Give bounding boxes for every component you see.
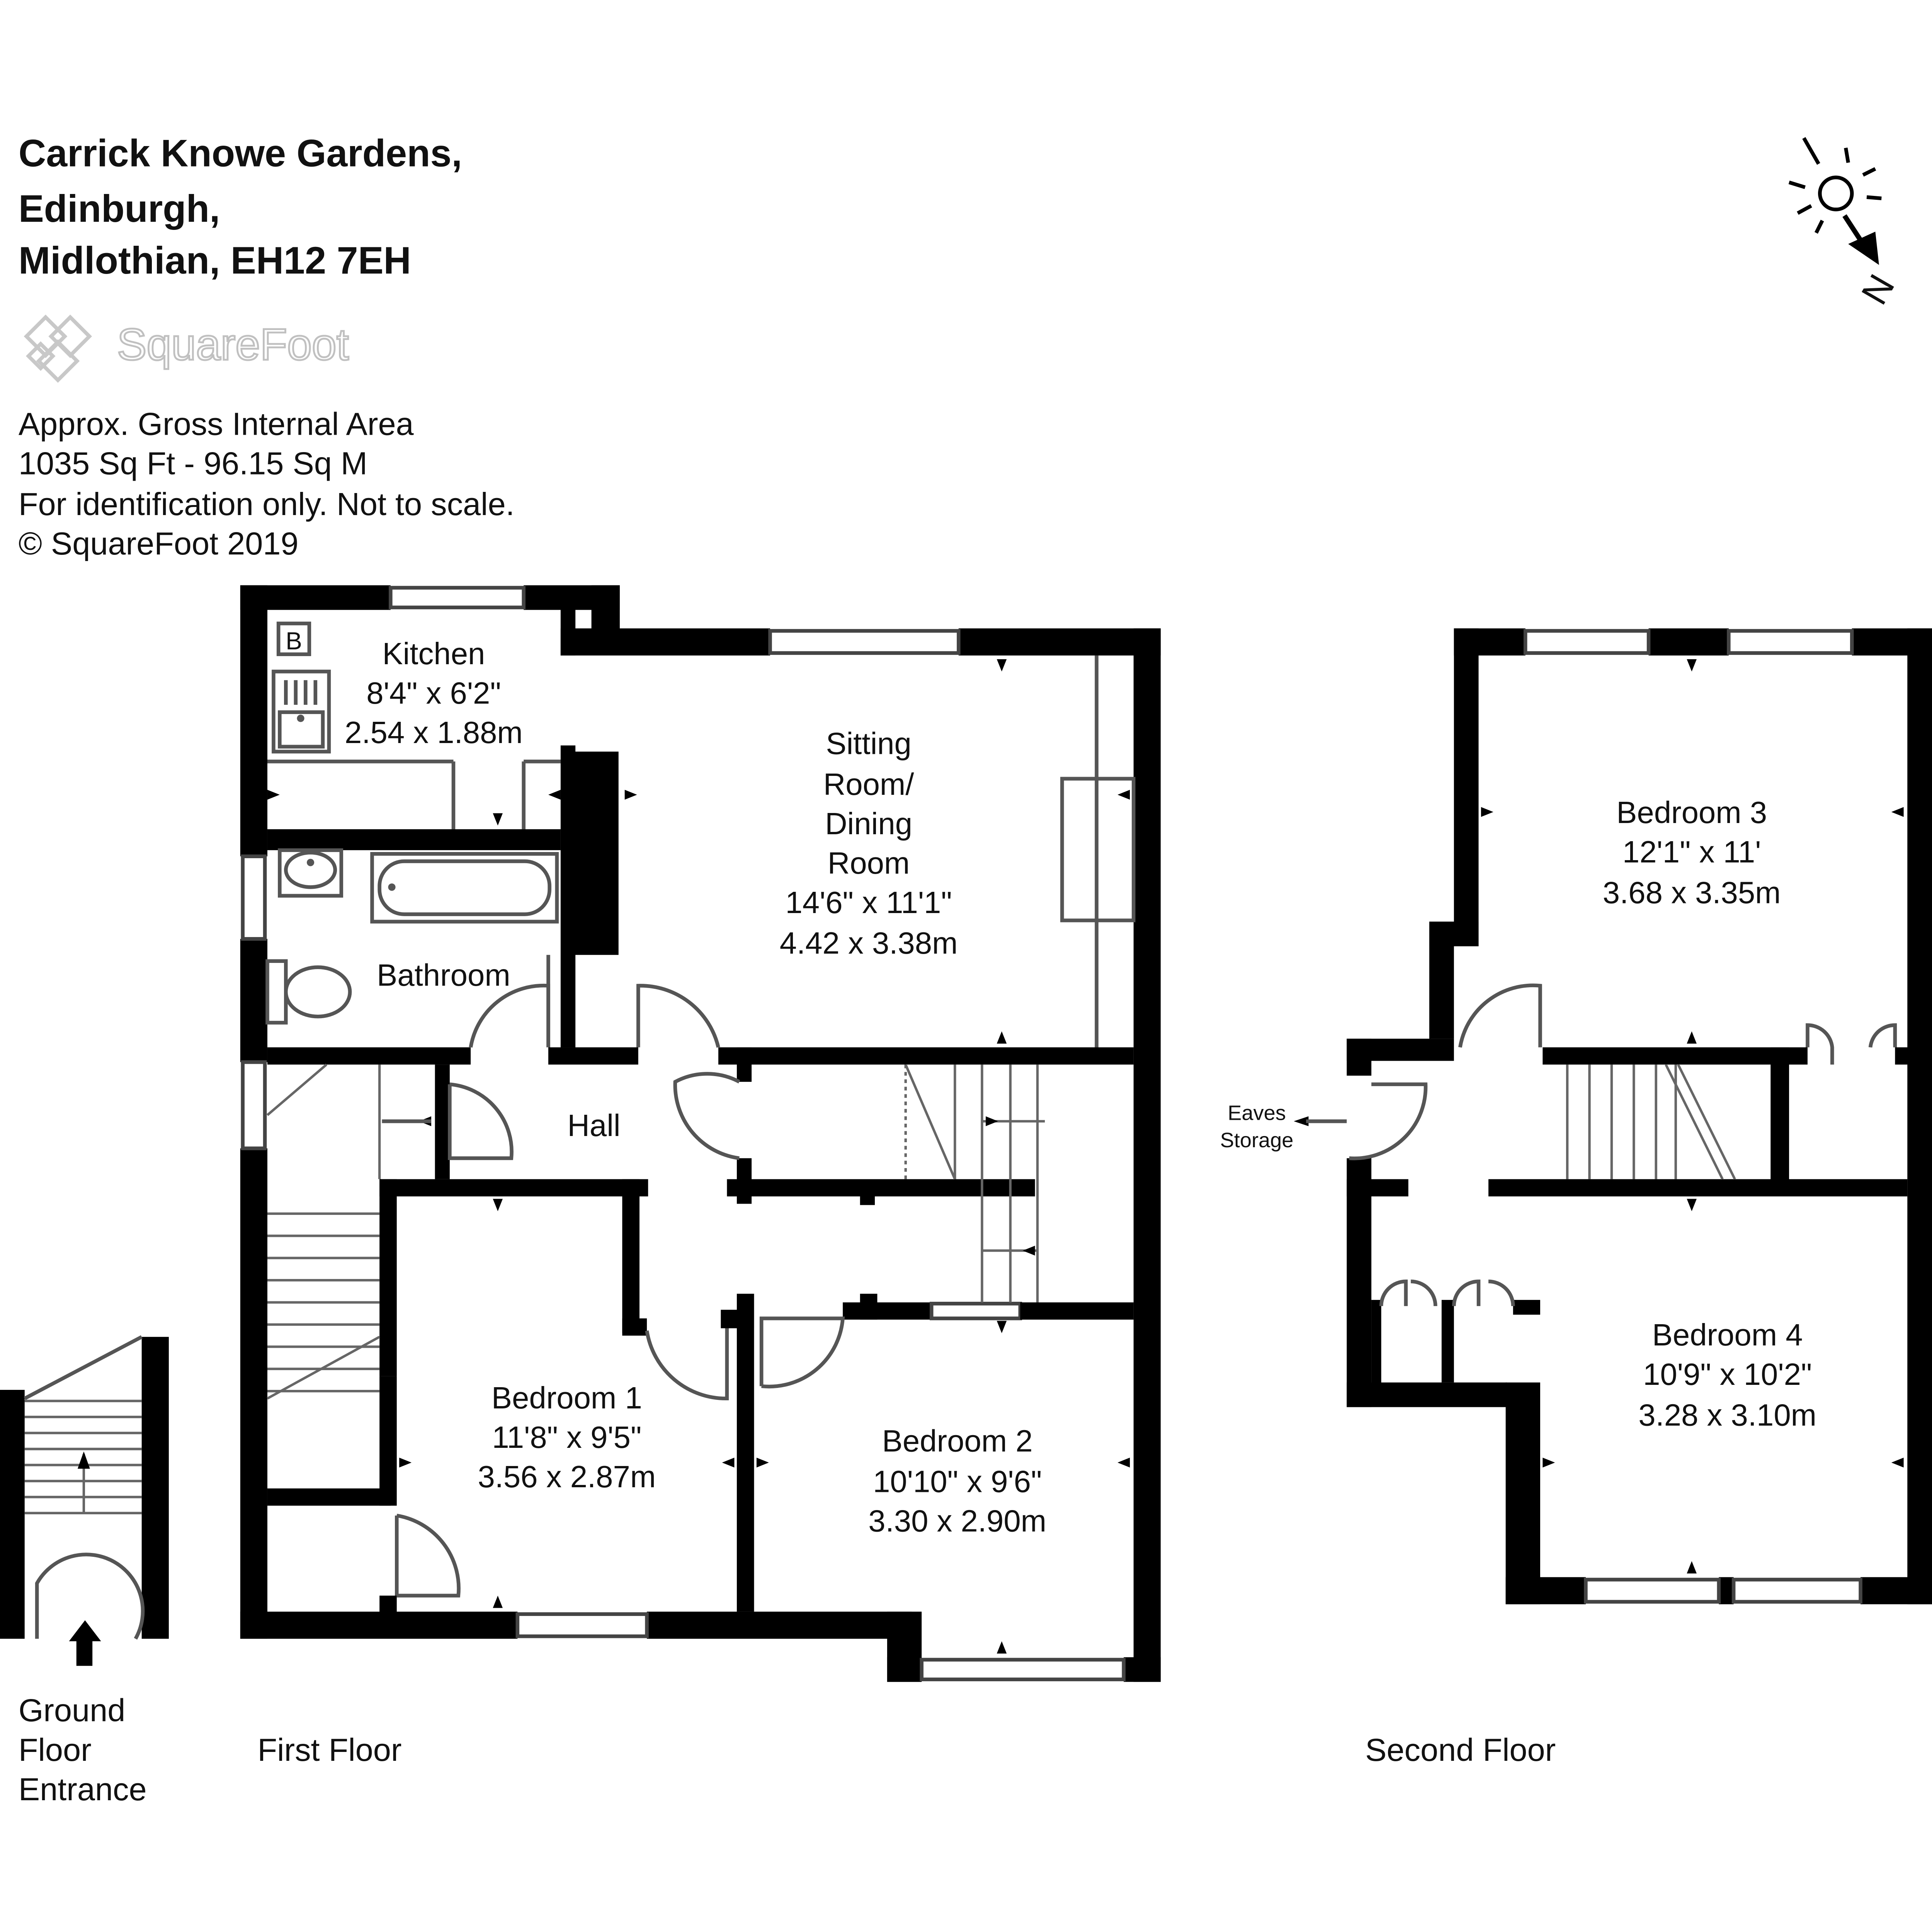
room-sitting: Sitting Room/ Dining Room 14'6" x 11'1" … [780,726,958,961]
sitting-line-2: Room/ [823,767,915,801]
bath-icon [370,852,559,923]
second-floor [1294,628,1932,1604]
sitting-line-3: Dining [825,806,912,841]
entrance-door-icon [35,1553,145,1640]
second-floor-label: Second Floor [1365,1732,1556,1768]
bedroom4-imperial: 10'9" x 10'2" [1643,1357,1812,1391]
address-line-1: Carrick Knowe Gardens, [19,132,462,174]
squarefoot-logo-icon [24,315,92,383]
bedroom4-name: Bedroom 4 [1652,1318,1803,1352]
address-line-2: Edinburgh, [19,187,220,230]
area-line-2: 1035 Sq Ft - 96.15 Sq M [19,446,367,481]
wall [240,585,267,857]
compass-sun-icon [1788,137,1882,234]
sitting-imperial: 14'6" x 11'1" [785,885,952,920]
squarefoot-logo: SquareFoot [24,315,350,383]
room-kitchen: Kitchen 8'4" x 6'2" 2.54 x 1.88m [345,636,523,750]
bedroom4-metric: 3.28 x 3.10m [1638,1398,1816,1432]
sink-icon [272,670,331,753]
dimension-arrows [267,659,1130,1654]
north-label: N [1854,267,1903,311]
kitchen-metric: 2.54 x 1.88m [345,715,523,750]
second-floor-stairs [1566,1064,1736,1180]
north-arrow-icon [1842,214,1879,265]
sitting-metric: 4.42 x 3.38m [780,926,958,960]
eaves-line-2: Storage [1220,1129,1294,1152]
doors [1349,983,1897,1306]
bedroom1-name: Bedroom 1 [492,1381,642,1415]
kitchen-imperial: 8'4" x 6'2" [366,676,501,710]
bedroom2-metric: 3.30 x 2.90m [868,1504,1046,1538]
toilet-icon [265,959,352,1025]
sitting-line-1: Sitting [826,726,912,761]
hall-name: Hall [567,1108,620,1143]
bedroom3-imperial: 12'1" x 11' [1622,835,1761,869]
room-bedroom-2: Bedroom 2 10'10" x 9'6" 3.30 x 2.90m [868,1423,1046,1538]
boiler-label: B [286,627,302,655]
chimney-breast [569,752,619,955]
bedroom1-imperial: 11'8" x 9'5" [492,1420,641,1454]
area-line-3: For identification only. Not to scale. [19,486,515,522]
bathroom-name: Bathroom [377,958,510,992]
kitchen-name: Kitchen [383,636,485,671]
first-floor: B [240,585,1161,1682]
ground-floor-label-1: Ground [19,1692,125,1728]
boiler [276,621,311,656]
entrance-arrow-icon [69,1620,101,1666]
sitting-line-4: Room [828,846,910,880]
eaves-line-1: Eaves [1228,1102,1286,1125]
ground-floor-entrance [0,1335,169,1666]
ground-floor-label-3: Entrance [19,1771,147,1807]
first-floor-label: First Floor [257,1732,401,1768]
bedroom3-metric: 3.68 x 3.35m [1603,875,1781,910]
address-block: Carrick Knowe Gardens, Edinburgh, Midlot… [19,132,462,281]
bedroom2-imperial: 10'10" x 9'6" [873,1464,1042,1499]
area-line-4: © SquareFoot 2019 [19,526,299,561]
address-line-3: Midlothian, EH12 7EH [19,239,411,282]
bedroom1-metric: 3.56 x 2.87m [478,1459,656,1494]
ground-floor-label-2: Floor [19,1732,92,1768]
squarefoot-logo-text: SquareFoot [117,320,349,369]
bedroom2-name: Bedroom 2 [882,1423,1033,1458]
window [389,586,526,609]
bedroom3-name: Bedroom 3 [1616,795,1767,830]
room-bedroom-3: Bedroom 3 12'1" x 11' 3.68 x 3.35m [1603,795,1781,910]
doors [395,983,845,1598]
area-line-1: Approx. Gross Internal Area [19,406,414,442]
basin-icon [278,848,344,898]
eaves-storage: Eaves Storage [1220,1102,1294,1152]
room-bedroom-4: Bedroom 4 10'9" x 10'2" 3.28 x 3.10m [1638,1318,1816,1432]
area-info: Approx. Gross Internal Area 1035 Sq Ft -… [19,406,515,561]
room-bedroom-1: Bedroom 1 11'8" x 9'5" 3.56 x 2.87m [478,1381,656,1494]
dimension-arrows [1294,659,1904,1574]
